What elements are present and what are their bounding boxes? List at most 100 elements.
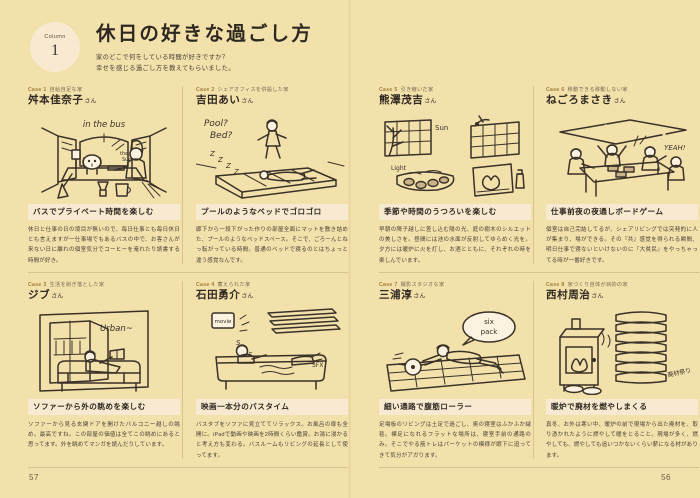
person-name-text: 熊澤茂吉 bbox=[379, 94, 424, 106]
person-name-text: ねごろまさき bbox=[546, 94, 613, 106]
honorific: さん bbox=[241, 99, 254, 105]
honorific: さん bbox=[241, 294, 254, 300]
case-caption-title: 映画一本分のバスタイム bbox=[196, 398, 348, 415]
svg-text:Z: Z bbox=[233, 168, 239, 176]
honorific: さん bbox=[424, 99, 437, 105]
case-caption-title: 暖炉で廃材を燃やしまくる bbox=[546, 398, 698, 415]
case-illustration-4: movie S S S SFX bbox=[196, 307, 348, 395]
svg-text:Light: Light bbox=[391, 165, 407, 172]
case-caption-title: 細い通路で腹筋ローラー bbox=[379, 398, 531, 415]
case-number: Case 1 bbox=[28, 87, 47, 93]
case-caption-body: バスタブをソファに見立ててリラックス。お風呂の扉も全開に。iPadで動画や映画を… bbox=[196, 421, 348, 459]
person-name-text: 三浦淳 bbox=[379, 289, 413, 301]
case-house-type: 生活を削ぎ落とした家 bbox=[49, 282, 105, 288]
honorific: さん bbox=[84, 99, 97, 105]
case-house-type: シェアオフィスを併設した家 bbox=[217, 87, 289, 93]
case-number: Case 3 bbox=[28, 282, 47, 288]
case-person-name: 吉田あいさん bbox=[196, 94, 348, 107]
page-subtitle-line2: 幸せを感じる過ごし方を教えてもらいました。 bbox=[96, 65, 235, 73]
case-caption-title: 季節や時間のうつろいを楽しむ bbox=[379, 203, 531, 220]
page-number-left: 57 bbox=[29, 473, 39, 482]
column-header: Column 1 休日の好きな過ごし方 家のどこで何をしている時間が好きですか？… bbox=[30, 22, 350, 80]
case-person-name: 石田勇介さん bbox=[196, 289, 348, 302]
case-number: Case 4 bbox=[196, 282, 215, 288]
row-divider bbox=[28, 272, 348, 273]
row-divider bbox=[379, 467, 699, 468]
column-badge-label: Column bbox=[44, 33, 66, 40]
case-illustration-8: 廃材祭り bbox=[546, 307, 698, 395]
case-illustration-5: Sun Light bbox=[379, 112, 531, 200]
svg-text:YEAH!: YEAH! bbox=[664, 144, 686, 152]
case-house-type: 撮影スタジオな家 bbox=[400, 282, 445, 288]
svg-text:Z: Z bbox=[217, 156, 223, 164]
row-divider bbox=[28, 467, 348, 468]
honorific: さん bbox=[591, 294, 604, 300]
column-divider bbox=[182, 281, 183, 459]
case-caption-body: ソファーから見る玄関ドアを開けたバルコニー越しの眺め。最高ですね。この部屋の価値… bbox=[28, 421, 180, 449]
case-caption-title: プールのようなベッドでゴロゴロ bbox=[196, 203, 348, 220]
honorific: さん bbox=[51, 294, 64, 300]
case-person-name: ねごろまさきさん bbox=[546, 94, 698, 107]
case-person-name: 三浦淳さん bbox=[379, 289, 531, 302]
case-caption-body: 休日と仕事の日の境目が無いので、毎日仕事とも毎日休日とも言えますが一仕事場でもあ… bbox=[28, 226, 180, 264]
case-person-name: 熊澤茂吉さん bbox=[379, 94, 531, 107]
column-divider bbox=[182, 86, 183, 264]
case-number: Case 8 bbox=[546, 282, 565, 288]
case-house-type: 引き継いだ家 bbox=[400, 87, 434, 93]
column-divider bbox=[533, 86, 534, 264]
case-illustration-1: in the bus the Sun bbox=[28, 112, 180, 200]
svg-text:Sun: Sun bbox=[122, 157, 132, 163]
case-number: Case 2 bbox=[196, 87, 215, 93]
svg-text:廃材祭り: 廃材祭り bbox=[667, 366, 692, 379]
svg-text:Sun: Sun bbox=[435, 124, 448, 132]
page-subtitle-line1: 家のどこで何をしている時間が好きですか？ bbox=[96, 54, 229, 62]
case-person-name: 西村周治さん bbox=[546, 289, 698, 302]
svg-text:Pool?: Pool? bbox=[204, 119, 228, 129]
column-badge: Column 1 bbox=[30, 22, 80, 72]
case-caption-title: 仕事前夜の夜通しボードゲーム bbox=[546, 203, 698, 220]
case-caption-title: ソファーから外の眺めを楽しむ bbox=[28, 398, 180, 415]
svg-text:six: six bbox=[484, 318, 494, 326]
case-number: Case 7 bbox=[379, 282, 398, 288]
title-block: 休日の好きな過ごし方 家のどこで何をしている時間が好きですか？ 幸せを感じる過ご… bbox=[96, 23, 314, 74]
svg-text:Urban~: Urban~ bbox=[100, 324, 133, 334]
case-house-type: 蓄えられた家 bbox=[217, 282, 251, 288]
case-person-name: ジブさん bbox=[28, 289, 180, 302]
svg-text:S: S bbox=[236, 339, 241, 347]
case-house-type: 移動できる移動しない家 bbox=[567, 87, 628, 93]
row-divider bbox=[379, 272, 699, 273]
person-name-text: 西村周治 bbox=[546, 289, 591, 301]
case-illustration-2: Pool? Bed? Z Z Z Z bbox=[196, 112, 348, 200]
person-name-text: 石田勇介 bbox=[196, 289, 241, 301]
page-title: 休日の好きな過ごし方 bbox=[96, 23, 314, 45]
svg-text:Bed?: Bed? bbox=[210, 131, 232, 141]
svg-text:in the bus: in the bus bbox=[83, 120, 126, 130]
case-caption-body: 早朝の障子越しに差し込む陽の光、庭の樹木のシルエットの美しさを。昼間には池の水面… bbox=[379, 226, 531, 264]
case-illustration-7: six pack bbox=[379, 307, 531, 395]
case-person-name: 舛本佳奈子さん bbox=[28, 94, 180, 107]
case-house-type: 家づくり自体が目的の家 bbox=[567, 282, 628, 288]
person-name-text: ジブ bbox=[28, 289, 51, 301]
column-badge-number: 1 bbox=[51, 42, 59, 60]
column-divider bbox=[533, 281, 534, 459]
case-caption-title: バスでプライベート時間を楽しむ bbox=[28, 203, 180, 220]
case-caption-body: 廊下から一段下がった作りの部屋全面にマットを敷き詰めた、プールのようなベッドスペ… bbox=[196, 226, 348, 264]
case-number: Case 6 bbox=[546, 87, 565, 93]
svg-text:SFX: SFX bbox=[312, 362, 323, 369]
person-name-text: 舛本佳奈子 bbox=[28, 94, 84, 106]
